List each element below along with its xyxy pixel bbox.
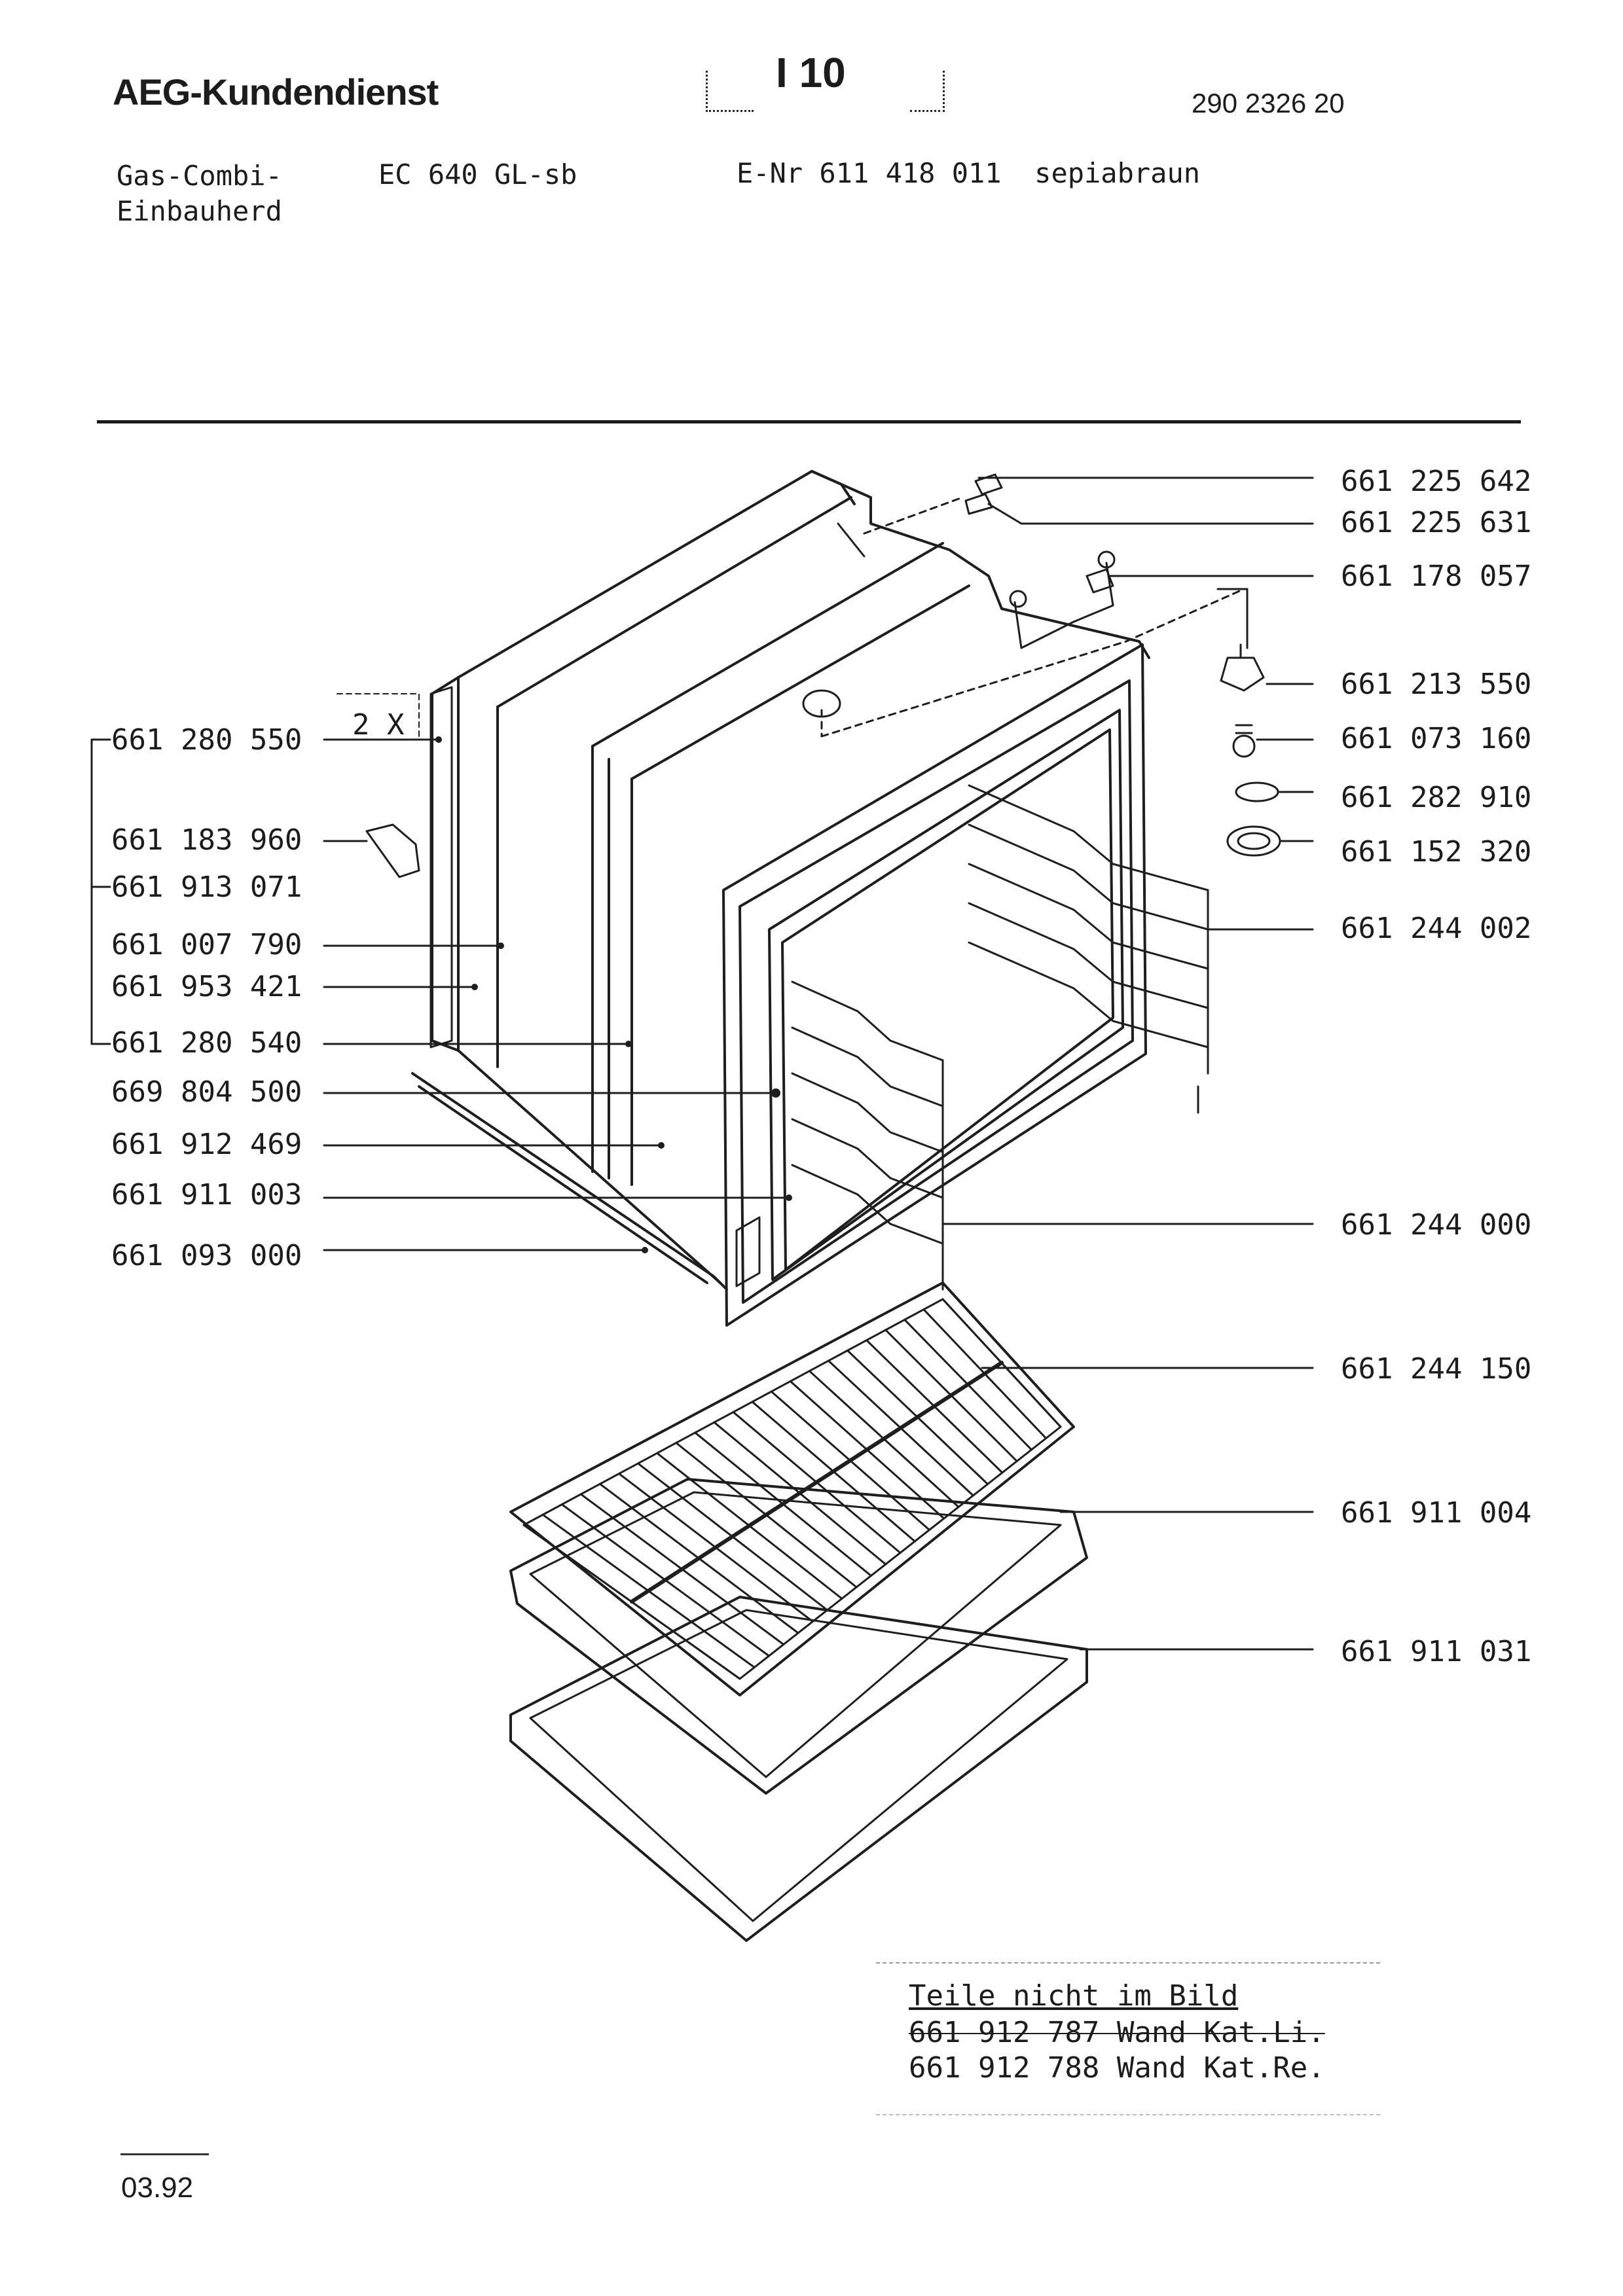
part-label: 661 225 631 bbox=[1341, 506, 1532, 539]
part-label: 661 913 071 bbox=[111, 870, 302, 904]
part-label: 661 152 320 bbox=[1341, 835, 1532, 869]
part-label: 661 953 421 bbox=[111, 970, 302, 1003]
part-label: 661 911 031 bbox=[1341, 1635, 1532, 1668]
part-label: 661 093 000 bbox=[111, 1239, 302, 1272]
part-label: 661 213 550 bbox=[1341, 668, 1532, 701]
page-bracket-right bbox=[910, 71, 945, 112]
part-label: 661 183 960 bbox=[111, 823, 302, 857]
header-rule bbox=[97, 420, 1521, 423]
part-label: 661 225 642 bbox=[1341, 465, 1532, 498]
leader-lines-right bbox=[941, 476, 1314, 1651]
notes-title: Teile nicht im Bild bbox=[909, 1979, 1239, 2013]
page-bracket-left bbox=[706, 71, 754, 112]
part-label: 661 244 002 bbox=[1341, 912, 1532, 945]
product-type-line1: Gas-Combi- bbox=[117, 160, 282, 192]
side-bracket bbox=[365, 823, 420, 878]
dashed-connectors bbox=[802, 496, 1249, 738]
brand-title: AEG-Kundendienst bbox=[113, 71, 439, 113]
part-label: 661 244 000 bbox=[1341, 1208, 1532, 1242]
part-label: 661 911 003 bbox=[111, 1178, 302, 1211]
product-type: Gas-Combi- Einbauherd bbox=[117, 158, 282, 229]
oven-rack-bars bbox=[522, 1298, 1062, 1680]
shelf-support-left bbox=[791, 980, 944, 1291]
leader-dots bbox=[435, 736, 792, 1253]
revision-date: 03.92 bbox=[121, 2172, 194, 2204]
shelf-support-right bbox=[968, 784, 1209, 1114]
product-enr-color: E-Nr 611 418 011 sepiabraun bbox=[737, 156, 1200, 191]
document-number: 290 2326 20 bbox=[1192, 88, 1345, 118]
notes-line: 661 912 787 Wand Kat.Li. bbox=[909, 2016, 1325, 2049]
product-model: EC 640 GL-sb bbox=[378, 158, 577, 190]
product-enr: E-Nr 611 418 011 bbox=[737, 157, 1002, 189]
date-rule bbox=[120, 2153, 209, 2155]
bottom-rail bbox=[411, 1072, 728, 1291]
multiplier-box bbox=[337, 693, 420, 737]
notes-line: 661 912 788 Wand Kat.Re. bbox=[909, 2051, 1325, 2085]
product-color: sepiabraun bbox=[1034, 157, 1201, 189]
part-label: 661 282 910 bbox=[1341, 781, 1532, 814]
part-label: 661 280 550 bbox=[111, 723, 302, 757]
part-label: 661 280 540 bbox=[111, 1026, 302, 1060]
lamp-assembly bbox=[1220, 643, 1281, 857]
part-label: 661 244 150 bbox=[1341, 1352, 1532, 1386]
page-number: I 10 bbox=[776, 49, 846, 96]
multiplier-label: 2 X bbox=[352, 708, 405, 742]
part-label: 669 804 500 bbox=[111, 1075, 302, 1109]
oven-front-frame bbox=[722, 643, 1147, 1327]
part-label: 661 912 469 bbox=[111, 1128, 302, 1161]
drip-tray bbox=[509, 1478, 1088, 1795]
part-label: 661 178 057 bbox=[1341, 560, 1532, 593]
product-type-line2: Einbauherd bbox=[117, 195, 282, 227]
part-label: 661 911 004 bbox=[1341, 1496, 1532, 1530]
notes-box bbox=[876, 1962, 1380, 2115]
thermostat-sensor bbox=[964, 473, 1116, 649]
part-label: 661 073 160 bbox=[1341, 722, 1532, 755]
baking-tray bbox=[509, 1596, 1088, 1942]
rack-cross-bar bbox=[630, 1361, 1004, 1604]
part-label: 661 007 790 bbox=[111, 928, 302, 961]
side-panel bbox=[429, 686, 453, 1049]
leader-lines-left bbox=[90, 738, 790, 1251]
